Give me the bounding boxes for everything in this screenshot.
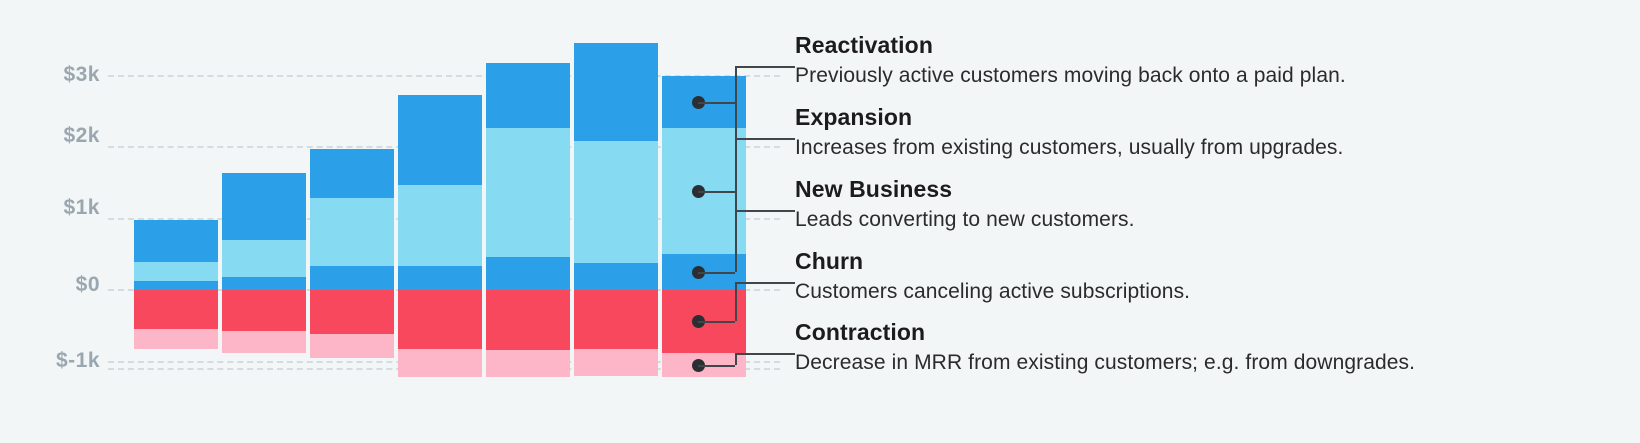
- bar-segment[interactable]: [486, 62, 570, 129]
- bar-segment[interactable]: [134, 262, 218, 282]
- bar-segment[interactable]: [662, 76, 746, 128]
- annotation-title: New Business: [795, 176, 953, 202]
- bar-segment[interactable]: [574, 290, 658, 349]
- y-axis-tick-label: $3k: [63, 62, 100, 86]
- bar-segment[interactable]: [486, 290, 570, 351]
- bar-segment[interactable]: [134, 281, 218, 290]
- bar-segment[interactable]: [662, 290, 746, 353]
- y-axis-tick-label: $-1k: [55, 348, 100, 372]
- bar-segment[interactable]: [662, 352, 746, 377]
- stacked-bar-chart: $3k $2k $1k $0 $-1k: [0, 0, 800, 443]
- bar-segment[interactable]: [222, 331, 306, 353]
- bar-segment[interactable]: [398, 94, 482, 185]
- bar-segment[interactable]: [662, 127, 746, 255]
- bar-segment[interactable]: [574, 348, 658, 376]
- bar-column[interactable]: [398, 0, 482, 443]
- bar-column[interactable]: [134, 0, 218, 443]
- bar-segment[interactable]: [134, 219, 218, 263]
- bar-segment[interactable]: [574, 262, 658, 290]
- bar-segment[interactable]: [398, 266, 482, 290]
- gridline: [108, 74, 780, 77]
- bar-column[interactable]: [310, 0, 394, 443]
- bar-segment[interactable]: [222, 239, 306, 278]
- bar-segment[interactable]: [134, 328, 218, 349]
- bar-segment[interactable]: [486, 257, 570, 290]
- annotation-title: Reactivation: [795, 32, 933, 58]
- bar-segment[interactable]: [222, 277, 306, 290]
- annotation-description: Customers canceling active subscriptions…: [795, 279, 1191, 303]
- bar-segment[interactable]: [134, 290, 218, 329]
- y-axis-tick-label: $1k: [63, 195, 100, 219]
- annotation-description: Decrease in MRR from existing customers;…: [795, 350, 1416, 374]
- bar-segment[interactable]: [486, 350, 570, 378]
- bar-segment[interactable]: [486, 128, 570, 258]
- annotation-description: Previously active customers moving back …: [795, 63, 1346, 87]
- annotation-title: Expansion: [795, 104, 913, 130]
- bar-segment[interactable]: [574, 141, 658, 263]
- bar-segment[interactable]: [398, 348, 482, 378]
- bar-segment[interactable]: [574, 43, 658, 142]
- bar-column[interactable]: [662, 0, 746, 443]
- annotation-description: Increases from existing customers, usual…: [795, 135, 1344, 159]
- annotation-title: Contraction: [795, 319, 926, 345]
- bar-segment[interactable]: [222, 173, 306, 240]
- y-axis-tick-label: $2k: [63, 124, 100, 147]
- bar-segment[interactable]: [222, 290, 306, 332]
- bar-column[interactable]: [574, 0, 658, 443]
- bar-segment[interactable]: [398, 184, 482, 267]
- bar-segment[interactable]: [310, 334, 394, 358]
- y-axis-tick-label: $0: [75, 273, 100, 296]
- bar-segment[interactable]: [310, 198, 394, 267]
- annotation-description: Leads converting to new customers.: [795, 207, 1135, 231]
- bar-column[interactable]: [222, 0, 306, 443]
- bar-segment[interactable]: [310, 266, 394, 290]
- bar-column[interactable]: [486, 0, 570, 443]
- bar-segment[interactable]: [662, 254, 746, 290]
- annotation-title: Churn: [795, 248, 864, 274]
- bar-segment[interactable]: [310, 290, 394, 335]
- bar-segment[interactable]: [398, 290, 482, 349]
- bar-segment[interactable]: [310, 149, 394, 199]
